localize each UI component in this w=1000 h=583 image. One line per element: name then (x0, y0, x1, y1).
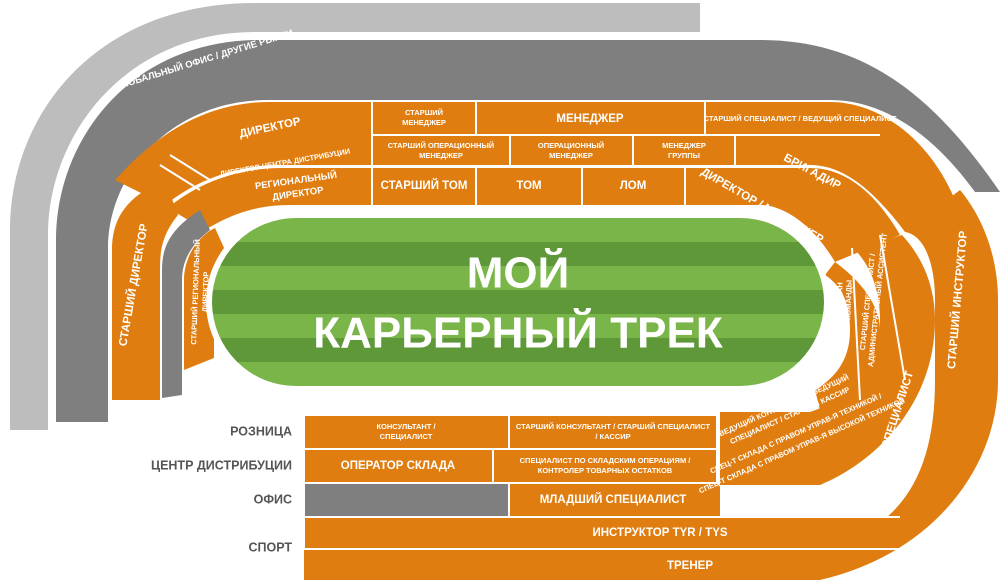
track-field (212, 218, 824, 386)
consultant-label-2: СПЕЦИАЛИСТ (380, 432, 433, 441)
warehouse-ops-label-2: КОНТРОЛЕР ТОВАРНЫХ ОСТАТКОВ (538, 466, 673, 475)
warehouse-ops-label-1: СПЕЦИАЛИСТ ПО СКЛАДСКИМ ОПЕРАЦИЯМ / (520, 456, 692, 465)
senior-regional-label-2: ДИРЕКТОР (200, 271, 210, 312)
dc-row-2 (494, 450, 716, 482)
senior-specialist-lead-label: СТАРШИЙ СПЕЦИАЛИСТ / ВЕДУЩИЙ СПЕЦИАЛИСТ (704, 114, 897, 123)
senior-ops-label-2: МЕНЕДЖЕР (419, 151, 463, 160)
left-dark-band (162, 210, 210, 398)
title-line-2: КАРЬЕРНЫЙ ТРЕК (313, 307, 723, 358)
junior-specialist-label: МЛАДШИЙ СПЕЦИАЛИСТ (540, 493, 687, 506)
warehouse-operator-label: ОПЕРАТОР СКЛАДА (341, 460, 455, 472)
senior-consultant-label-2: / КАССИР (595, 432, 630, 441)
tom-label: ТОМ (516, 180, 541, 192)
group-manager-label-2: ГРУППЫ (668, 151, 700, 160)
sport-outer-band (304, 380, 998, 580)
senior-director-band (112, 180, 178, 400)
category-office: ОФИС (254, 492, 292, 506)
senior-manager-label-1: СТАРШИЙ (405, 108, 443, 117)
team-captain-band (815, 262, 880, 410)
category-dc: ЦЕНТР ДИСТРИБУЦИИ (151, 458, 292, 472)
specialist-band (720, 235, 935, 485)
senior-tom-label: СТАРШИЙ ТОМ (381, 179, 468, 192)
ops-label-1: ОПЕРАЦИОННЫЙ (538, 141, 604, 150)
ops-label-2: МЕНЕДЖЕР (549, 151, 593, 160)
lom-label: ЛОМ (620, 180, 647, 192)
title-line-1: МОЙ (467, 247, 570, 298)
consultant-label-1: КОНСУЛЬТАНТ / (376, 422, 436, 431)
senior-ops-label-1: СТАРШИЙ ОПЕРАЦИОННЫЙ (388, 141, 494, 150)
retail-row-2 (510, 416, 716, 448)
retail-row-1 (305, 416, 508, 448)
office-row-orange (510, 484, 720, 516)
dark-gray-arc (56, 40, 1000, 422)
sport-row-1 (305, 518, 895, 548)
coach-label: ТРЕНЕР (667, 560, 713, 572)
team-captain-label-1: КАПИТАН (834, 282, 844, 318)
senior-instructor-band (905, 190, 998, 380)
office-row-gray (305, 484, 508, 516)
senior-regional-label-1: СТАРШИЙ РЕГИОНАЛЬНЫЙ (189, 239, 202, 345)
dc-row-1 (305, 450, 492, 482)
grid-lines (159, 102, 906, 550)
instructor-label: ИНСТРУКТОР TYR / TYS (592, 527, 727, 539)
senior-consultant-label-1: СТАРШИЙ КОНСУЛЬТАНТ / СТАРШИЙ СПЕЦИАЛИСТ (516, 422, 711, 431)
team-captain-label-2: КОМАНДЫ (843, 280, 853, 320)
inner-orange-band (168, 168, 900, 262)
category-retail: РОЗНИЦА (230, 424, 292, 438)
senior-manager-label-2: МЕНЕДЖЕР (402, 118, 446, 127)
category-sport: СПОРТ (248, 540, 292, 554)
group-manager-label-1: МЕНЕДЖЕР (662, 141, 706, 150)
manager-label: МЕНЕДЖЕР (556, 113, 623, 125)
